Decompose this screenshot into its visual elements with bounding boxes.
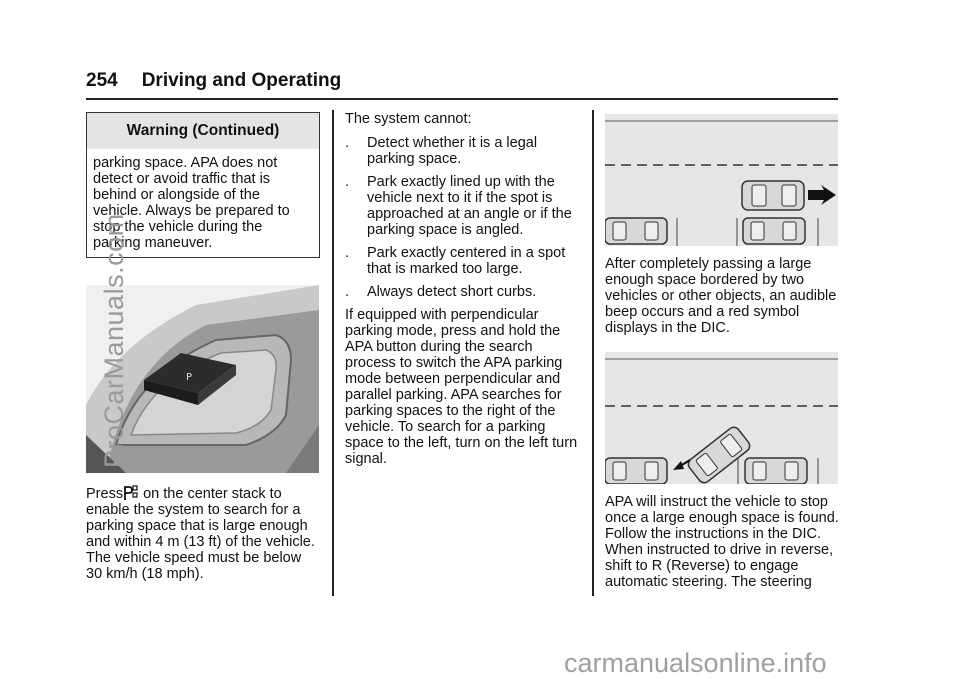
parked-car (742, 217, 806, 245)
col2-intro: The system cannot: (345, 111, 472, 127)
warning-box: Warning (Continued) parking space. APA d… (86, 112, 320, 258)
bullet-item: . Always detect short curbs. (345, 284, 537, 300)
col2-text: The system cannot: . Detect whether it i… (345, 111, 585, 467)
col1-line: and within 4 m (13 ft) of the vehicle. (86, 534, 315, 550)
col1-line: enable the system to search for a (86, 502, 301, 518)
direction-arrow (808, 185, 836, 205)
parked-car (605, 217, 668, 245)
section-title: Driving and Operating (141, 70, 342, 91)
col1-line: The vehicle speed must be below (86, 550, 302, 566)
reversing-car (687, 426, 751, 484)
press-rest: on the center stack to (139, 486, 282, 502)
warning-line: parking space. APA does not (93, 155, 278, 171)
column-divider-1 (332, 110, 334, 596)
warning-line: stop the vehicle during the (93, 219, 263, 235)
col1-line: parking space that is large enough (86, 518, 308, 534)
center-stack-photo: P (86, 285, 319, 473)
col1-text: Press on the center stack to enable the … (86, 485, 315, 582)
warning-line: vehicle. Always be prepared to (93, 203, 290, 219)
parked-car (605, 457, 668, 484)
passing-space-diagram (605, 114, 838, 246)
warning-line: parking maneuver. (93, 235, 213, 251)
column-divider-2 (592, 110, 594, 596)
reversing-diagram (605, 352, 838, 484)
press-word: Press (86, 486, 124, 502)
page-header: 254 Driving and Operating (86, 70, 341, 92)
watermark: ProCarManuals.com (99, 213, 129, 468)
warning-title: Warning (Continued) (87, 113, 319, 149)
warning-line: behind or alongside of the (93, 187, 260, 203)
svg-text:P: P (186, 372, 192, 383)
moving-car (741, 180, 805, 211)
parked-car (744, 457, 808, 484)
warning-body: parking space. APA does not detect or av… (87, 149, 319, 257)
warning-line: detect or avoid traffic that is (93, 171, 271, 187)
page-number: 254 (86, 70, 118, 91)
park-assist-icon (124, 485, 138, 500)
col1-line: 30 km/h (18 mph). (86, 566, 204, 582)
header-rule (86, 98, 838, 100)
footer-watermark: carmanualsonline.info (564, 648, 827, 678)
